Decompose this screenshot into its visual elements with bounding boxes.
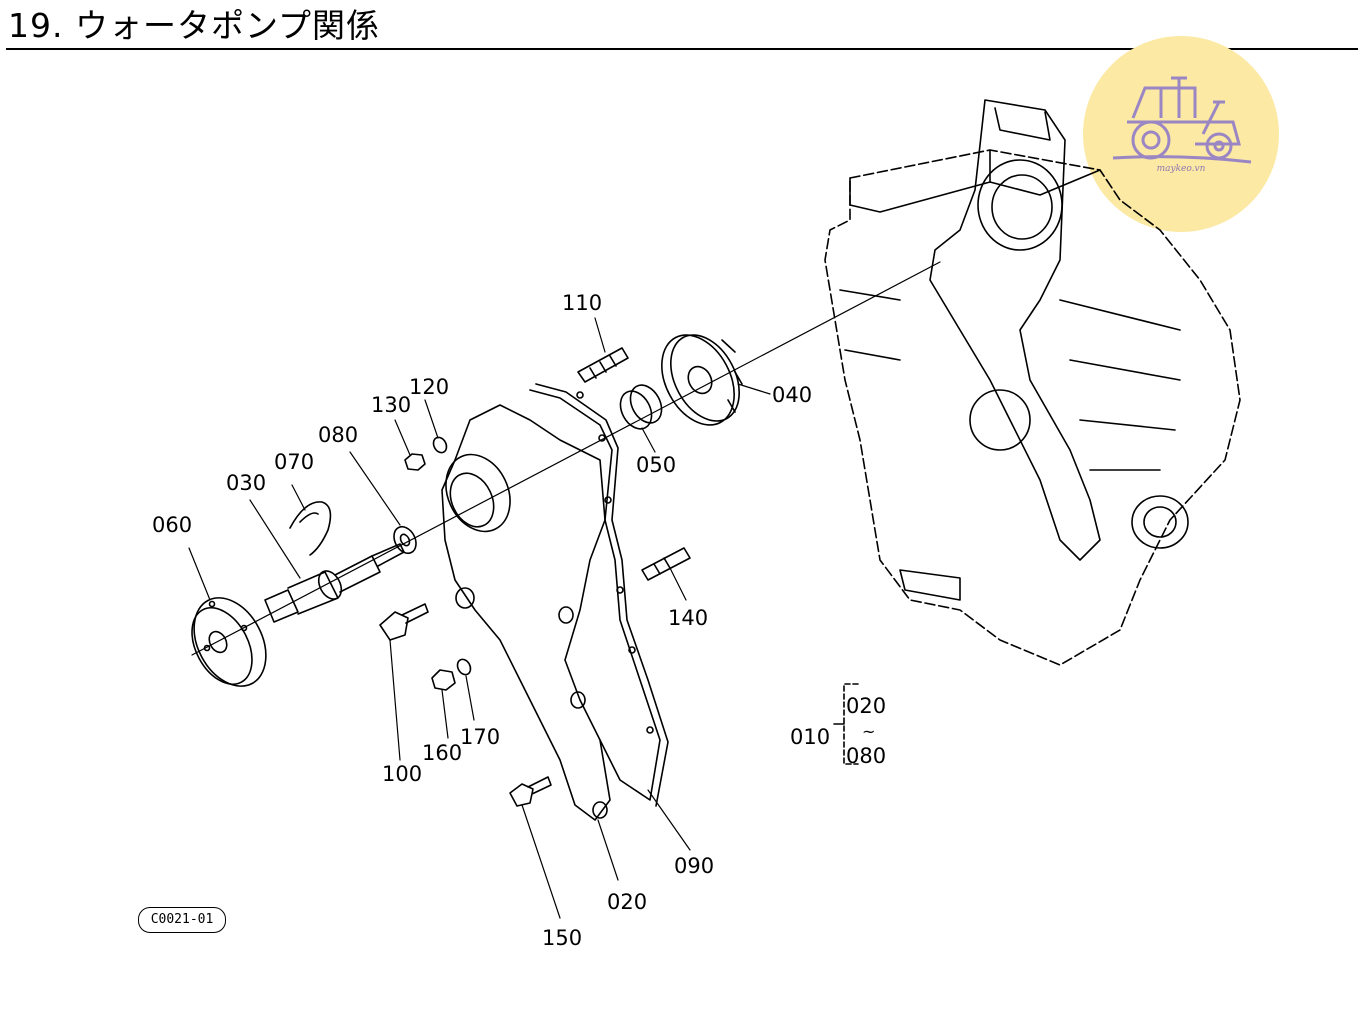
logo-text: maykeo.vn <box>1156 164 1206 174</box>
reference-code: C0021-01 <box>138 907 226 933</box>
page-header: 19. ウォータポンプ関係 <box>6 4 1358 50</box>
tractor-icon <box>1112 76 1252 164</box>
bolt-150-drawing <box>509 776 552 807</box>
part-label-050: 050 <box>636 453 676 477</box>
page-title: 19. ウォータポンプ関係 <box>8 6 380 45</box>
assembly-bracket <box>833 683 859 765</box>
part-label-160: 160 <box>422 741 462 765</box>
part-label-060: 060 <box>152 513 192 537</box>
nut-160-drawing <box>431 669 456 691</box>
part-label-120: 120 <box>409 375 449 399</box>
part-label-080: 080 <box>318 423 358 447</box>
washer-170-drawing <box>456 658 472 676</box>
part-label-030: 030 <box>226 471 266 495</box>
part-label-140: 140 <box>668 606 708 630</box>
assembly-from-label: 020 <box>846 694 886 718</box>
pump-body-drawing <box>441 383 669 821</box>
part-label-110: 110 <box>562 291 602 315</box>
bolt-100-drawing <box>379 603 429 641</box>
part-label-130: 130 <box>371 393 411 417</box>
washer-080-drawing <box>393 525 417 555</box>
part-label-150: 150 <box>542 926 582 950</box>
shaft-030-drawing <box>264 543 405 623</box>
part-label-170: 170 <box>460 725 500 749</box>
assembly-to-label: 080 <box>846 744 886 768</box>
seal-050-drawing <box>619 384 663 430</box>
assembly-main-label: 010 <box>790 725 830 749</box>
stud-140-drawing <box>641 547 691 581</box>
stud-110-drawing <box>577 347 629 383</box>
flange-060-drawing <box>191 597 267 687</box>
part-label-070: 070 <box>274 450 314 474</box>
part-label-020: 020 <box>607 890 647 914</box>
assembly-tilde: ~ <box>862 722 875 741</box>
watermark-logo: maykeo.vn <box>1083 36 1279 232</box>
nut-130-drawing <box>404 436 448 471</box>
engine-block-drawing <box>824 99 1241 666</box>
impeller-040-drawing <box>661 334 743 426</box>
part-label-040: 040 <box>772 383 812 407</box>
part-label-100: 100 <box>382 762 422 786</box>
part-label-090: 090 <box>674 854 714 878</box>
clip-070-drawing <box>289 501 332 556</box>
